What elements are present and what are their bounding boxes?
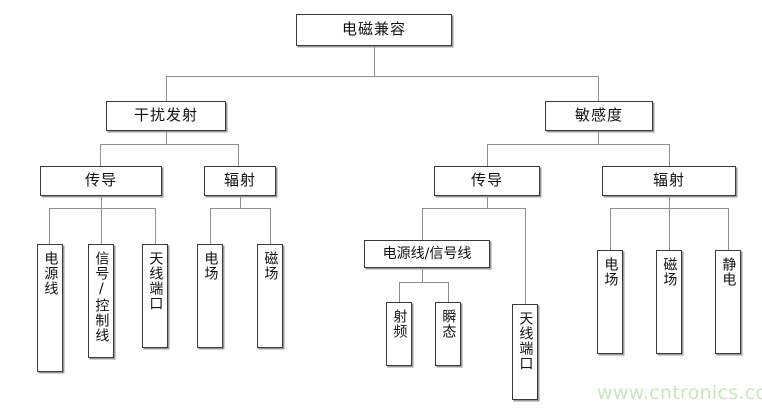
node-root-emc: 电磁兼容 <box>296 14 452 46</box>
connector-sr-to-hfield <box>669 208 670 250</box>
connector-sc-stem <box>487 196 488 208</box>
node-su-cond-rf: 射频 <box>386 302 412 366</box>
connector-ec-stem <box>101 196 102 208</box>
node-em-rad-hfield-label: 磁场 <box>262 251 279 281</box>
node-em-cond-power-line: 电源线 <box>37 244 63 372</box>
connector-sc-to-antennaport <box>525 208 526 304</box>
connector-ec-to-antennaport <box>155 208 156 244</box>
node-su-cond-transient-label: 瞬态 <box>440 309 457 339</box>
connector-susceptibility-bus <box>487 144 669 145</box>
connector-root-to-susceptibility <box>598 76 599 101</box>
node-em-cond-signal-control-line: 信号/控制线 <box>88 244 114 358</box>
connector-emission-to-radiated <box>238 144 239 166</box>
node-em-rad-efield: 电场 <box>197 244 223 348</box>
node-su-cond-antenna-port: 天线端口 <box>512 304 538 400</box>
connector-susceptibility-to-conducted <box>487 144 488 166</box>
node-em-rad-hfield: 磁场 <box>257 244 283 348</box>
node-su-rad-efield-label: 电场 <box>602 257 619 287</box>
connector-emission-bus <box>100 144 238 145</box>
connector-sc-bus <box>422 208 525 209</box>
connector-susceptibility-stem <box>598 131 599 144</box>
connector-root-bus <box>166 76 598 77</box>
connector-susceptibility-to-radiated <box>669 144 670 166</box>
connector-root-to-emission <box>166 76 167 101</box>
node-emission-conducted-label: 传导 <box>84 171 117 190</box>
connector-er-to-efield <box>210 208 211 244</box>
node-interference-emission-label: 干扰发射 <box>133 106 198 125</box>
connector-sps-stem <box>422 268 423 282</box>
node-susceptibility-radiated: 辐射 <box>602 166 736 196</box>
connector-sc-to-powersignal <box>422 208 423 240</box>
node-su-cond-rf-label: 射频 <box>391 309 408 339</box>
node-su-cond-power-signal-line: 电源线/信号线 <box>364 240 490 268</box>
connector-er-bus <box>210 208 270 209</box>
node-su-cond-antenna-port-label: 天线端口 <box>517 311 534 371</box>
connector-ec-to-powerline <box>49 208 50 244</box>
connector-sr-to-efield <box>610 208 611 250</box>
connector-ec-bus <box>49 208 155 209</box>
node-em-cond-power-line-label: 电源线 <box>42 251 59 296</box>
connector-emission-to-conducted <box>100 144 101 166</box>
node-em-rad-efield-label: 电场 <box>202 251 219 281</box>
connector-sps-to-rf <box>399 282 400 302</box>
node-emission-radiated: 辐射 <box>204 166 276 196</box>
node-su-cond-transient: 瞬态 <box>435 302 461 366</box>
node-su-cond-power-signal-line-label: 电源线/信号线 <box>382 245 472 262</box>
node-emission-conducted: 传导 <box>40 166 162 196</box>
node-susceptibility-label: 敏感度 <box>574 106 623 125</box>
connector-er-to-hfield <box>270 208 271 244</box>
node-susceptibility: 敏感度 <box>545 101 653 131</box>
connector-sr-stem <box>669 196 670 208</box>
connector-ec-to-signalline <box>101 208 102 244</box>
node-su-rad-esd: 静电 <box>715 250 741 354</box>
connector-root-stem <box>374 46 375 76</box>
node-su-rad-esd-label: 静电 <box>720 257 737 287</box>
watermark-cntronics: www.cntronics.com <box>597 382 762 404</box>
node-interference-emission: 干扰发射 <box>106 101 226 131</box>
node-su-rad-hfield-label: 磁场 <box>661 257 678 287</box>
connector-sps-to-transient <box>448 282 449 302</box>
node-root-emc-label: 电磁兼容 <box>341 20 406 39</box>
node-susceptibility-conducted: 传导 <box>434 166 540 196</box>
connector-emission-stem <box>166 131 167 144</box>
node-su-rad-hfield: 磁场 <box>656 250 682 354</box>
node-su-rad-efield: 电场 <box>597 250 623 354</box>
node-susceptibility-conducted-label: 传导 <box>470 171 503 190</box>
connector-sps-bus <box>399 282 448 283</box>
connector-er-stem <box>240 196 241 208</box>
connector-sr-to-esd <box>728 208 729 250</box>
node-emission-radiated-label: 辐射 <box>223 171 256 190</box>
node-em-cond-antenna-port-label: 天线端口 <box>147 251 164 311</box>
node-em-cond-antenna-port: 天线端口 <box>142 244 168 348</box>
node-em-cond-signal-control-line-label: 信号/控制线 <box>93 251 110 343</box>
node-susceptibility-radiated-label: 辐射 <box>652 171 685 190</box>
